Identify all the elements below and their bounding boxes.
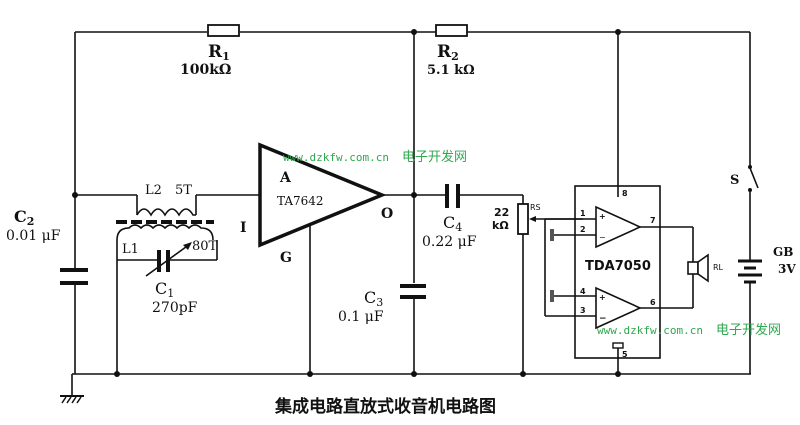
c4-value: 0.22 μF: [422, 234, 477, 250]
l2-turns: 5T: [175, 183, 192, 198]
battery-gb: [738, 259, 762, 284]
tda7050-pin-3: 3: [580, 306, 586, 315]
variable-capacitor-c1: [145, 242, 192, 277]
r1-label: R1: [208, 42, 230, 63]
ta7642-pin-i: I: [240, 220, 247, 236]
wiper-arrow: [529, 216, 536, 222]
capacitor-c2: [60, 268, 88, 285]
amp-lower: [595, 286, 642, 330]
tda7050-pin-4: 4: [580, 287, 586, 296]
ta7642-block-label: A: [279, 170, 292, 186]
rl-label: RL: [713, 263, 724, 272]
coil-l2: [136, 208, 196, 217]
switch-contact: [748, 165, 752, 169]
resistor-r1: [207, 24, 240, 37]
gb-label: GB: [773, 245, 793, 259]
speaker-rl: [687, 253, 709, 283]
ta7642-part-label: TA7642: [277, 194, 324, 208]
c3-value: 0.1 μF: [338, 309, 384, 325]
rs-value-line1: 22: [494, 206, 509, 219]
capacitor-c3: [400, 284, 426, 299]
ta7642-pin-o: O: [381, 206, 393, 222]
c3-label: C3: [364, 288, 383, 309]
watermark-site-name: 电子开发网: [716, 322, 781, 338]
tda7050-pin-8: 8: [622, 189, 628, 198]
capacitor-c4: [445, 184, 460, 208]
tda7050-pin-2: 2: [580, 225, 586, 234]
ta7642-pin-g: G: [280, 250, 292, 266]
r2-value: 5.1 kΩ: [427, 63, 475, 78]
ground-symbol: [550, 229, 554, 241]
coil-l1: [116, 224, 214, 241]
tda7050-part-label: TDA7050: [585, 259, 651, 274]
l2-label: L2: [145, 183, 162, 198]
plus-sign: +: [599, 293, 606, 302]
watermark-url: www.dzkfw.com.cn: [597, 324, 703, 337]
s-label: S: [730, 173, 739, 188]
tda7050-pin-6: 6: [650, 298, 656, 307]
l1-label: L1: [122, 242, 139, 257]
ground-symbol: [550, 290, 554, 302]
rs-value-line2: kΩ: [492, 219, 509, 232]
minus-sign: −: [599, 233, 606, 242]
c1-value: 270pF: [152, 300, 198, 316]
tda7050-pin-7: 7: [650, 216, 656, 225]
c2-value: 0.01 μF: [6, 228, 61, 244]
ic-ta7642: [258, 142, 387, 248]
pin5-pad: [612, 342, 624, 349]
r1-value: 100kΩ: [180, 62, 231, 78]
watermark-site-name: 电子开发网: [402, 149, 467, 165]
resistor-r2: [435, 24, 468, 37]
watermark-url: www.dzkfw.com.cn: [283, 151, 389, 164]
ground-icon: [60, 395, 84, 404]
diagram-title: 集成电路直放式收音机电路图: [274, 396, 496, 417]
c4-label: C4: [443, 213, 462, 234]
l1-turns: 80T: [192, 239, 218, 254]
tda7050-pin-1: 1: [580, 209, 586, 218]
gb-value: 3V: [778, 262, 796, 276]
c2-label: C2: [14, 207, 34, 228]
r2-label: R2: [437, 42, 459, 63]
minus-sign: −: [599, 314, 607, 324]
plus-sign: +: [599, 212, 606, 221]
rs-label: RS: [530, 203, 541, 212]
c1-label: C1: [155, 279, 174, 300]
switch-s: [749, 167, 759, 189]
potentiometer-rs: [517, 203, 529, 235]
tda7050-pin-5: 5: [622, 350, 628, 359]
amp-upper: [595, 205, 642, 249]
